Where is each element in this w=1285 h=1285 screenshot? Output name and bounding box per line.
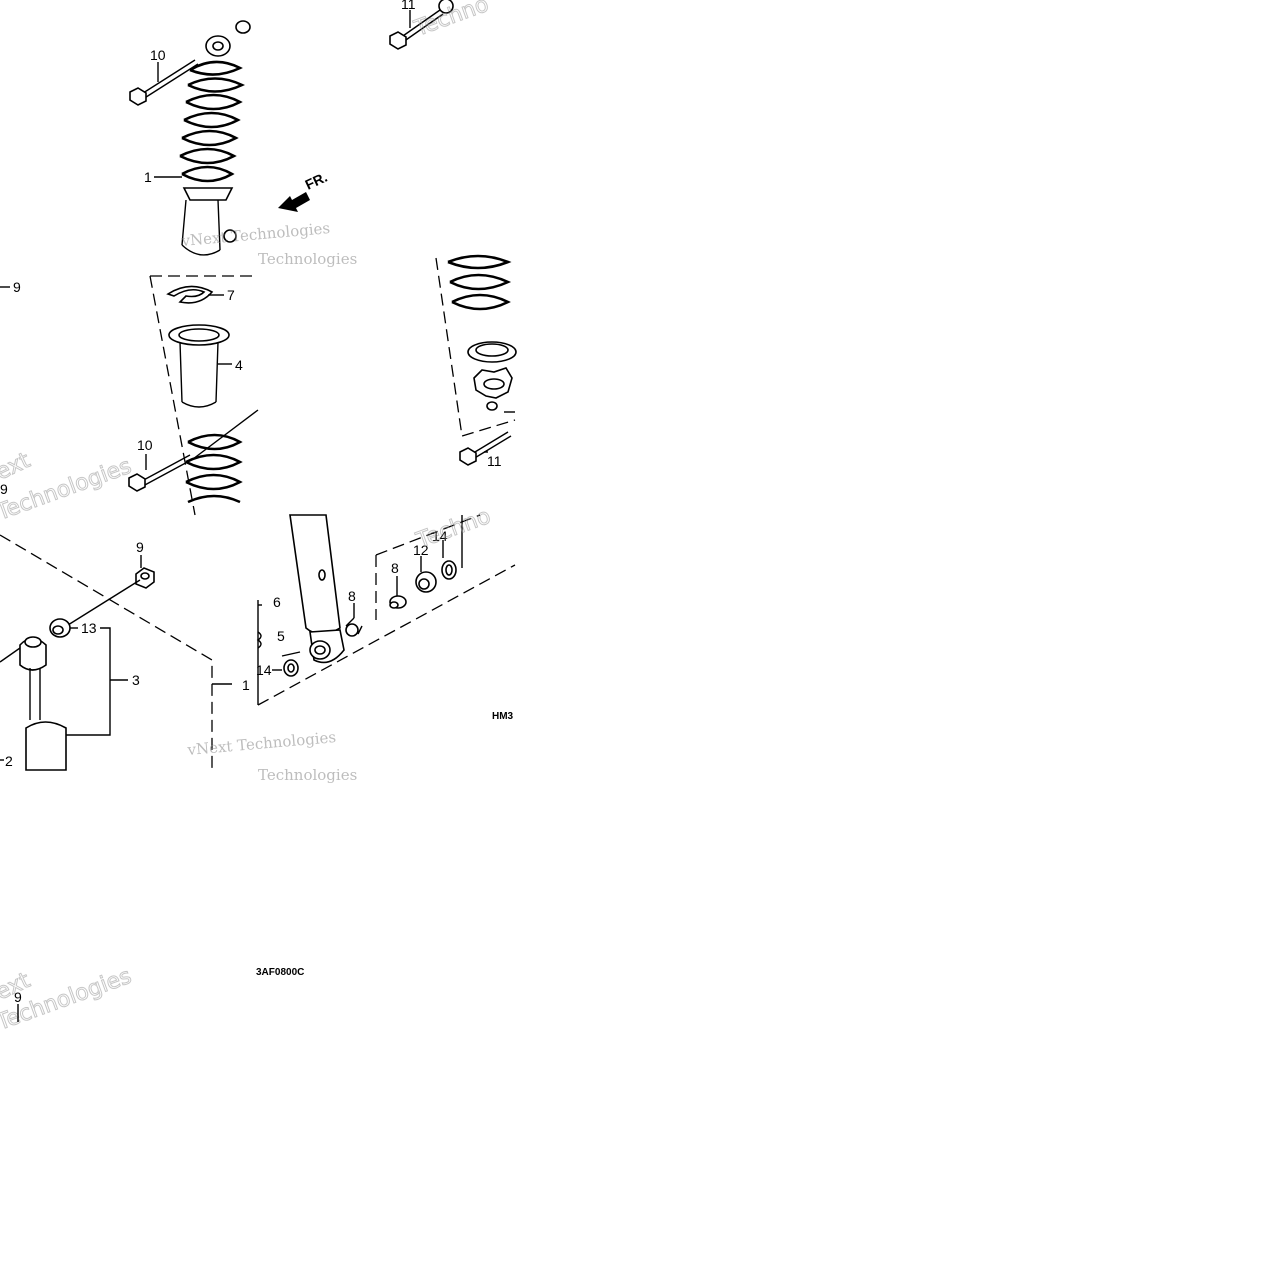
callout-9-mid: 9 (13, 279, 21, 295)
callout-10-mid: 10 (137, 437, 153, 453)
callout-11-top: 11 (401, 0, 416, 12)
tile-bottom-left: 1 9 13 3 2 vNext Technologies (0, 534, 337, 771)
callout-1-bottom: 1 (242, 677, 250, 693)
watermark-top-right: Techno (411, 0, 493, 42)
callout-3: 3 (132, 672, 140, 688)
adjuster-ring (473, 367, 513, 411)
front-direction-arrow-icon (278, 192, 310, 212)
bolt-11-mid (459, 431, 512, 466)
callout-12: 12 (413, 542, 429, 558)
bolt-11-top (389, 0, 454, 50)
stopper-4 (168, 324, 230, 408)
shock-assembly-top (179, 20, 251, 256)
damper-tube (289, 514, 345, 664)
callout-1-top: 1 (144, 169, 152, 185)
callout-13: 13 (81, 620, 97, 636)
bushing-12 (415, 571, 437, 593)
diagram-code-baf: 3AF0800C (256, 967, 304, 978)
spring-seat (467, 341, 517, 363)
watermark-mid-center: Technologies (258, 250, 357, 268)
seal-14-left (283, 659, 299, 677)
callout-9-lowest: 9 (14, 989, 22, 1005)
callout-8-right: 8 (391, 560, 399, 576)
collar-8-right (389, 595, 407, 609)
callout-9-left: 9 (0, 481, 8, 497)
callout-14-left: 14 (256, 662, 272, 678)
spring-mid (185, 433, 243, 504)
tile-top-assembly: 10 1 FR. vNext Technologies (129, 20, 331, 256)
callout-2: 2 (5, 753, 13, 769)
callout-4: 4 (235, 357, 243, 373)
callout-14-right: 14 (432, 528, 448, 544)
seal-14-right (441, 560, 457, 580)
tile-middle-center: 7 4 10 Technologies (128, 250, 357, 516)
watermark-bottom-right: Techno (413, 504, 495, 554)
callout-8-left: 8 (348, 588, 356, 604)
bolt-10-top (129, 59, 199, 106)
circlip-7 (166, 285, 214, 304)
callout-9-bottom: 9 (136, 539, 144, 555)
watermark-bottom-mid: Technologies (258, 766, 357, 784)
callout-10-top: 10 (150, 47, 166, 63)
callout-5: 5 (277, 628, 285, 644)
watermark-bottom-left: vNext Technologies (186, 728, 337, 759)
diagram-code-hm: HM3 (492, 711, 514, 722)
tile-lowest: 3AF0800C ext Technologies 9 (0, 963, 304, 1036)
bolt-10-mid (128, 409, 259, 492)
tile-middle-left: 9 ext Technologies 9 (0, 279, 135, 526)
collar-8-left (345, 617, 363, 637)
callout-7: 7 (227, 287, 235, 303)
tile-middle-right: 11 (435, 254, 517, 469)
watermark-top: vNext Technologies (180, 219, 331, 250)
front-direction-label: FR. (303, 169, 330, 193)
spring-right (447, 254, 512, 311)
watermark-mid-left-a: ext (0, 448, 34, 486)
callout-11-mid: 11 (487, 453, 502, 469)
damper-2 (0, 636, 67, 771)
nut-9 (135, 567, 155, 589)
callout-6: 6 (273, 594, 281, 610)
bushing-13 (49, 618, 71, 638)
